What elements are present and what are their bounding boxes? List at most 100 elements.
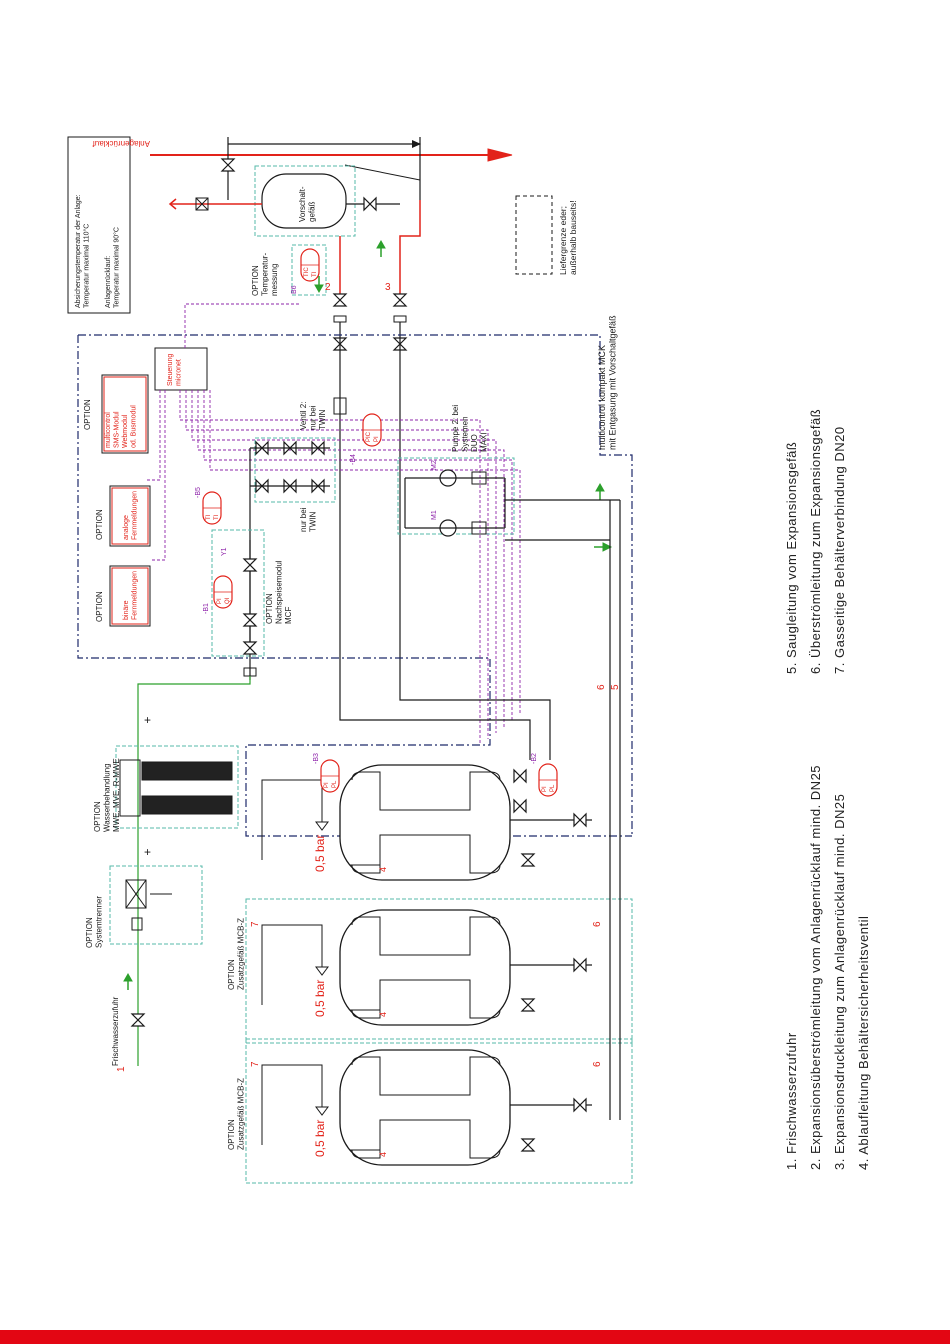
mck-boundary-bottom — [77, 335, 632, 837]
wasserbehandlung-label-line: Wasserbehandlung — [103, 763, 112, 832]
vorschalt-box-x2 — [195, 197, 209, 211]
absicherung-box — [67, 136, 131, 314]
ventil2-label-line: TWIN — [318, 409, 327, 430]
vessel-zusatz-1 — [339, 909, 511, 1026]
binaere-option-inner — [111, 567, 149, 625]
multicontrol-option-inner — [103, 376, 147, 452]
vessel-zusatz-1-option-label-line: Zusatzgefäß MCB-Z — [237, 918, 246, 990]
steuerung-label-line: micronet — [176, 359, 183, 386]
vessel-main-bladder-top — [351, 771, 501, 811]
sensor-b3-label-top-line: PI — [324, 782, 330, 788]
sensor-pic-label-top: PIC — [366, 431, 372, 442]
analoge-option-text-line: analoge — [123, 515, 130, 540]
vessel-zusatz-2-overflow-valve — [573, 1097, 587, 1113]
sensor-tic-label-bottom-line: TI — [312, 271, 318, 277]
tag-m1: M1 — [431, 510, 438, 520]
binaere-option-text-line: binäre — [123, 600, 130, 620]
sensor-pic-label-top-line: PIC — [366, 431, 372, 442]
liefergrenze-label: Liefergrenze eder;außerhalb bauseits! — [558, 200, 578, 275]
vessel-main-overflow-valve — [573, 812, 587, 828]
sensor-ti-label-bottom-line: TI — [214, 514, 220, 520]
vessel-zusatz-2-number-7: 7 — [250, 1061, 261, 1067]
vessel-zusatz-1-number-4: 4 — [378, 1012, 388, 1017]
legend-item-1: 1. Frischwasserzufuhr — [784, 1032, 799, 1170]
sensor-ti-label-top-line: TI — [206, 514, 212, 520]
sensor-b2-label-top-line: PI — [542, 786, 548, 792]
tag-b1: -B1 — [203, 603, 210, 614]
nachspeise-valve-1 — [242, 558, 258, 572]
multicontrol-option-text-line: multicontrol — [105, 412, 112, 448]
wasserbehandlung-cartridge-1 — [141, 761, 233, 781]
number-3: 3 — [385, 282, 391, 293]
vessel-zusatz-2-pressure: 0,5 bar — [313, 1120, 327, 1157]
sensor-pi-qi-label-top: PI — [217, 598, 223, 604]
tag-b6: B6 — [291, 285, 298, 294]
pumpen-module — [397, 457, 515, 535]
vessel-zusatz-2-number-6: 6 — [592, 1061, 603, 1067]
multicontrol-option-title: OPTION — [83, 399, 92, 430]
valve-line-2a — [332, 293, 348, 307]
tag-m2: M2 — [431, 460, 438, 470]
systemtrenner-label-line: Systemtrenner — [95, 896, 104, 948]
legend-item-7: 7. Gasseitige Behälterverbindung DN20 — [832, 426, 847, 674]
nurbei-label-line: TWIN — [309, 511, 318, 532]
absicherung-text-2-line: Anlagenrücklauf: — [105, 256, 112, 308]
analoge-option-title: OPTION — [95, 509, 104, 540]
binaere-option-title-line: OPTION — [95, 591, 104, 622]
tag-y1: Y1 — [221, 547, 228, 556]
plus-2: + — [144, 845, 151, 859]
signal-line-0 — [179, 390, 481, 745]
mck-label-line: mit Entgasung mit Vorschaltgefäß — [608, 315, 618, 450]
vorschalt-left-arrow — [168, 198, 177, 210]
absicherung-text-1-line: Absicherungstemperatur der Anlage: — [75, 194, 82, 308]
vorschalt-module — [254, 165, 356, 237]
systemtrenner-x2 — [125, 879, 147, 909]
footer-bar — [0, 1330, 950, 1344]
anlage-valve-1 — [220, 158, 236, 172]
anlagenruecklauf-label: Anlagenrücklauf — [92, 139, 150, 148]
vessel-main-drain-valve — [520, 853, 536, 867]
vessel-zusatz-1-drain-valve — [520, 998, 536, 1012]
mck-boundary-top — [78, 334, 633, 836]
sensor-b3-label-bottom-line: PL — [332, 780, 338, 788]
legend-item-3: 3. Expansionsdruckleitung zum Anlagenrüc… — [832, 793, 847, 1170]
vessel-zusatz-2 — [339, 1049, 511, 1166]
liefergrenze-label-line: außerhalb bauseits! — [568, 200, 578, 275]
vorschalt-valve — [363, 196, 377, 212]
vessel-main-bladder-bottom — [351, 834, 501, 874]
line-to-vessel-a — [339, 660, 531, 760]
ventil2-label-line: Ventil 2: — [299, 402, 308, 430]
signal-line-analog — [145, 390, 161, 481]
vorschaltgefaess-label-line: gefäß — [308, 201, 317, 222]
legend-item-5: 5. Saugleitung vom Expansionsgefäß — [784, 441, 799, 674]
signal-line-b6 — [184, 303, 300, 348]
number-6: 6 — [596, 684, 607, 690]
plus-1: + — [144, 713, 151, 727]
valve-line-2b — [392, 293, 408, 307]
multicontrol-option-title-line: OPTION — [83, 399, 92, 430]
pumpe2-label-line: DUO — [470, 434, 479, 452]
multicontrol-option-text-line: Webmodul — [122, 414, 129, 448]
vessel-zusatz-2-option-label-line: OPTION — [227, 1119, 236, 1150]
vessel-zusatz-1-number-7: 7 — [250, 921, 261, 927]
anlage-diagonal — [344, 164, 421, 181]
fresh-water-arrow — [123, 972, 133, 982]
vorschalt-green-arrow — [314, 284, 324, 294]
nachspeise-valve-3 — [242, 641, 258, 655]
number-5: 5 — [610, 684, 621, 690]
analoge-option-text-line: Fernmeldungen — [132, 491, 139, 540]
ventil-module — [254, 437, 336, 503]
wasserbehandlung-label-line: OPTION — [93, 801, 102, 832]
vessel-zusatz-1-bladder-top — [351, 916, 501, 956]
vessel-zusatz-1-pressure: 0,5 bar — [313, 980, 327, 1017]
vessel-main-safety-valve — [315, 821, 329, 831]
